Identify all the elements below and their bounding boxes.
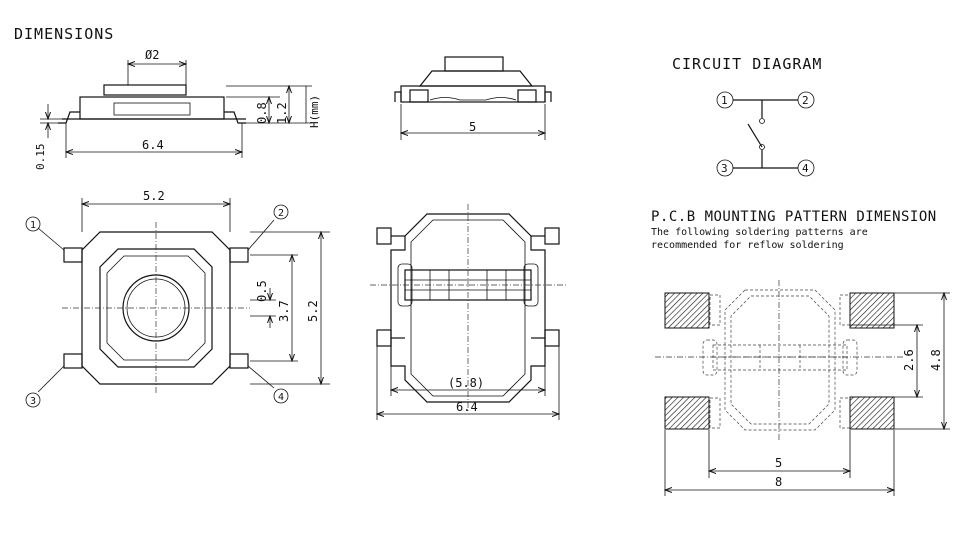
bottom-inner-width-label: (5.8) [448,376,484,390]
pcb-pattern-title: P.C.B MOUNTING PATTERN DIMENSION [651,209,937,225]
diameter-label: Ø2 [145,48,159,62]
top-gap-label: 0.5 [255,280,269,302]
h-mm-label: H(mm) [308,95,321,128]
front-width-label: 5 [469,120,476,134]
bottom-outer-width-label: 6.4 [456,400,478,414]
circuit-pin-3: 3 [721,162,728,175]
top-inner-label: 3.7 [277,300,291,322]
circuit-pin-1: 1 [721,94,728,107]
top-pin-1: 1 [30,220,36,231]
pcb-pattern [655,280,950,496]
body-height-label: 0.8 [255,102,269,124]
pcb-inner-width-label: 5 [775,456,782,470]
pcb-outer-height-label: 4.8 [929,349,943,371]
circuit-diagram [716,91,815,177]
top-pin-4: 4 [278,392,284,403]
pcb-note-line-2: recommended for reflow soldering [651,240,844,251]
top-view [25,198,330,408]
top-pin-2: 2 [278,208,284,219]
top-pin-3: 3 [30,396,36,407]
circuit-diagram-title: CIRCUIT DIAGRAM [672,55,822,73]
pcb-outer-width-label: 8 [775,475,782,489]
side-view [40,60,312,158]
pcb-inner-height-label: 2.6 [902,349,916,371]
pcb-note-line-1: The following soldering patterns are [651,227,868,238]
dimensions-title: DIMENSIONS [14,25,114,43]
top-height-label: 5.2 [306,300,320,322]
terminal-thickness-label: 0.15 [34,144,47,171]
total-height-label: 1.2 [275,102,289,124]
circuit-pin-4: 4 [802,162,809,175]
front-view [394,56,552,140]
side-width-label: 6.4 [142,138,164,152]
top-width-label: 5.2 [143,189,165,203]
circuit-pin-2: 2 [802,94,809,107]
bottom-view [370,204,566,420]
